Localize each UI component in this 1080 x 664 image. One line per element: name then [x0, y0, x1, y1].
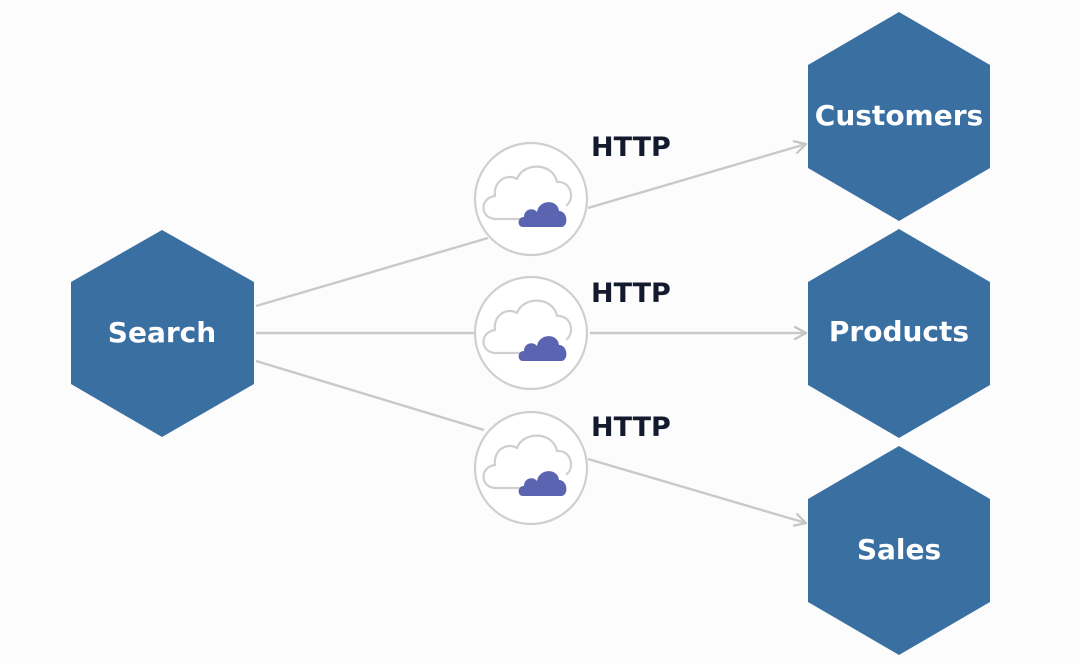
- service-label: Sales: [857, 533, 941, 566]
- hexagon-shape: [808, 12, 990, 221]
- hexagon-shape: [808, 229, 990, 438]
- protocol-label: HTTP: [591, 278, 671, 309]
- cloud-icon: [473, 410, 589, 526]
- service-label: Search: [108, 316, 216, 349]
- connector-search-to-sales-a: [255, 359, 485, 432]
- cloud-icon: [473, 275, 589, 391]
- connector-search-to-customers-b: [587, 144, 806, 210]
- service-sales: Sales: [808, 446, 990, 655]
- service-customers: Customers: [808, 12, 990, 221]
- protocol-label: HTTP: [591, 412, 671, 443]
- service-label: Customers: [815, 99, 983, 132]
- connector-search-to-sales-b: [587, 457, 806, 523]
- cloud-icon: [473, 141, 589, 257]
- connection-customers: HTTP: [473, 132, 671, 257]
- connection-sales: HTTP: [473, 410, 671, 526]
- connectors: [255, 144, 806, 523]
- service-products: Products: [808, 229, 990, 438]
- protocol-label: HTTP: [591, 132, 671, 163]
- connector-search-to-customers-a: [255, 236, 489, 308]
- service-label: Products: [829, 315, 969, 348]
- service-search: Search: [71, 230, 254, 437]
- connection-products: HTTP: [473, 275, 671, 391]
- hexagon-shape: [71, 230, 254, 437]
- hexagon-shape: [808, 446, 990, 655]
